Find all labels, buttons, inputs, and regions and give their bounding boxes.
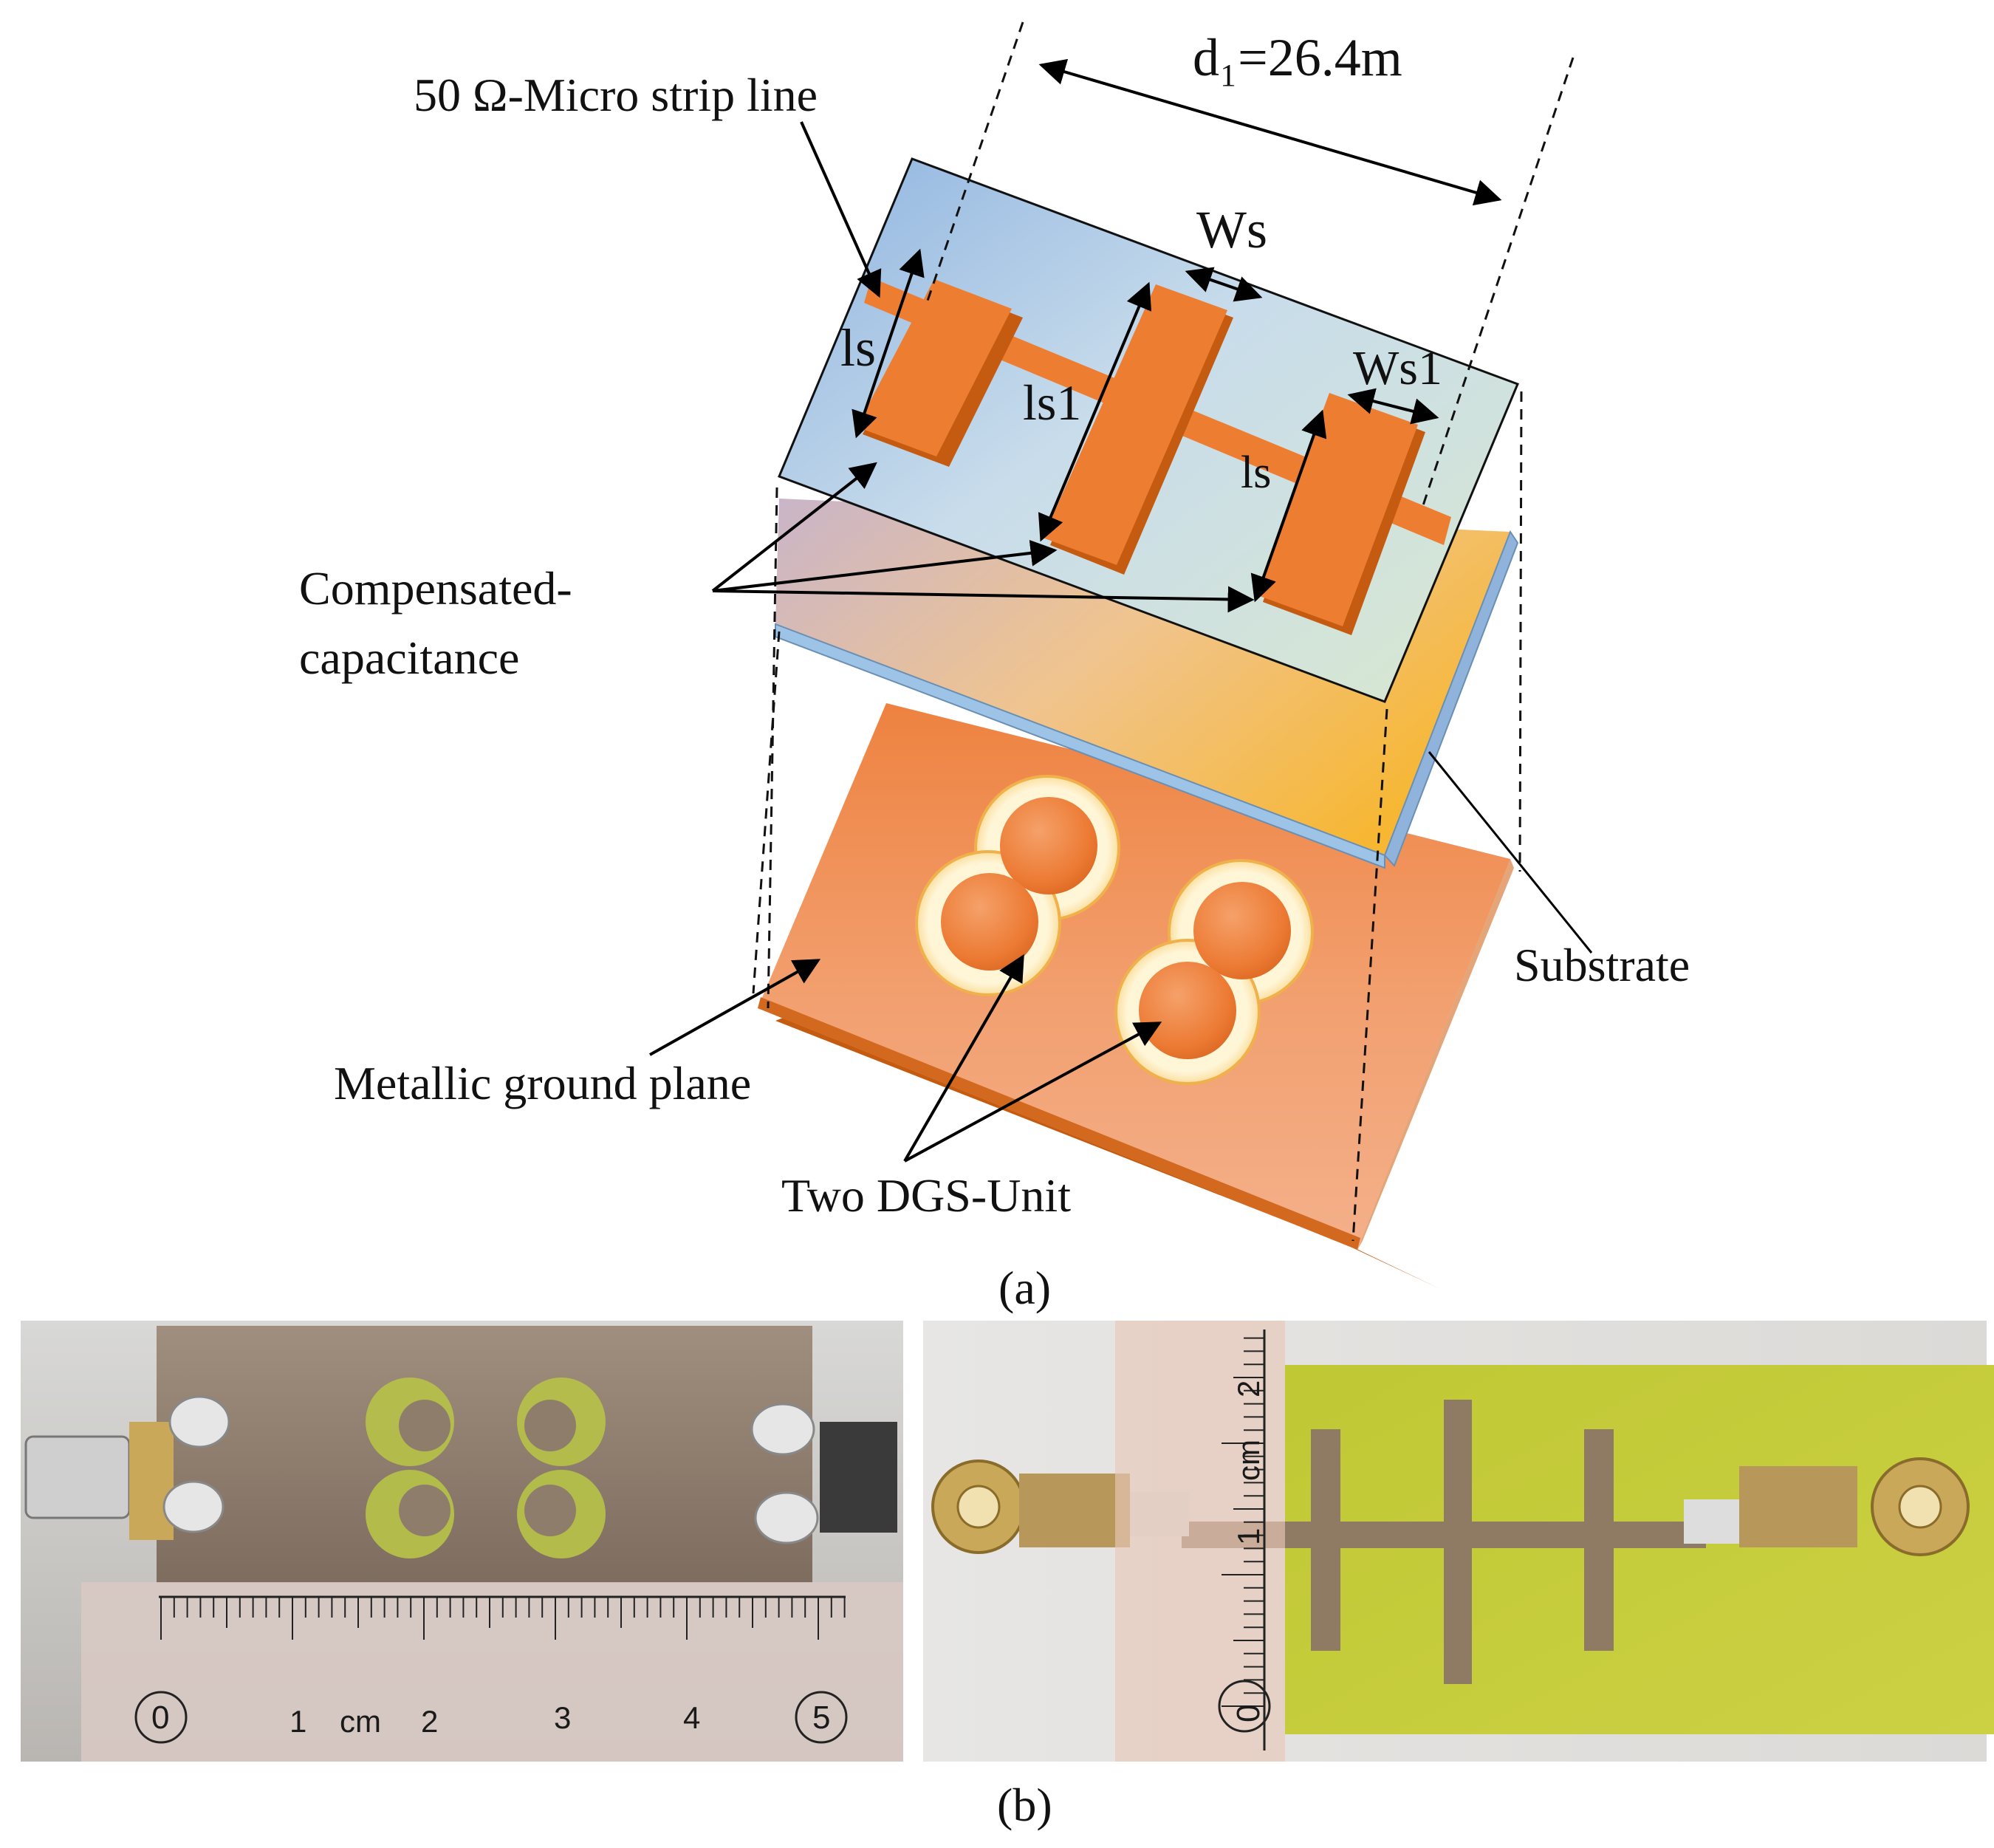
microstrip-label: 50 Ω-Micro strip line	[414, 69, 818, 121]
dgs-callout: Two DGS-Unit	[781, 954, 1162, 1222]
ls-left-dimension: ls	[840, 248, 925, 439]
photo-circuit-side: 2 cm 1 0	[923, 1321, 1994, 1762]
ls1-label: ls1	[1023, 374, 1081, 431]
ws1-dimension: Ws1	[1347, 341, 1442, 425]
compensated-callout: Compensated- capacitance	[299, 462, 1255, 684]
compensated-label-line2: capacitance	[299, 632, 519, 684]
ruler-right-mark-0: 0	[1230, 1705, 1267, 1722]
d1-label: d₁=26.4m	[1193, 28, 1402, 87]
sma-connector-pcb-right	[1684, 1457, 1970, 1556]
ground-plane-label: Metallic ground plane	[334, 1057, 751, 1109]
ground-plane-callout: Metallic ground plane	[334, 959, 821, 1109]
ruler-right: 2 cm 1 0	[1115, 1321, 1285, 1762]
ws-dimension: Ws	[1185, 200, 1267, 302]
metal-plate	[157, 1326, 812, 1583]
dgs-label: Two DGS-Unit	[781, 1169, 1071, 1222]
dgs-unit-right	[1114, 859, 1314, 1085]
ws1-label: Ws1	[1353, 341, 1442, 395]
ls-left-label: ls	[840, 318, 876, 377]
sma-connector-right	[750, 1403, 897, 1544]
ruler-right-mark-cm: cm	[1231, 1440, 1266, 1481]
ruler-left-mark-3: 3	[554, 1700, 571, 1735]
ruler-left-mark-2: 2	[421, 1704, 438, 1739]
ls-right-label: ls	[1241, 448, 1271, 498]
pcb-board	[1285, 1365, 1994, 1734]
microstrip-callout: 50 Ω-Micro strip line	[414, 69, 882, 298]
panel-a: d₁=26.4m ls ls1 ls Ws Ws1 50 Ω-Mi	[299, 21, 1690, 1314]
sma-connector-left	[24, 1395, 230, 1540]
d1-dimension: d₁=26.4m	[1038, 28, 1502, 206]
photo-ground-side: 0 1 cm 2 3 4 5	[21, 1321, 903, 1762]
substrate-callout: Substrate	[1428, 751, 1690, 991]
ruler-left-mark-5: 5	[812, 1700, 830, 1736]
dashed-guides	[752, 21, 1575, 1242]
substrate-label: Substrate	[1514, 939, 1690, 991]
ruler-right-mark-1: 1	[1231, 1528, 1266, 1545]
ls1-dimension: ls1	[1023, 281, 1152, 542]
ruler-left-mark-1: 1	[289, 1704, 306, 1739]
ruler-left: 0 1 cm 2 3 4 5	[81, 1582, 903, 1762]
ruler-left-mark-0: 0	[151, 1700, 169, 1736]
caption-b: (b)	[997, 1779, 1052, 1831]
ls-right-dimension: ls	[1241, 409, 1327, 603]
ruler-left-mark-cm: cm	[340, 1704, 381, 1739]
caption-a: (a)	[998, 1262, 1051, 1314]
ruler-left-mark-4: 4	[683, 1700, 700, 1735]
panel-b: 0 1 cm 2 3 4 5	[21, 1321, 1994, 1831]
ws-label: Ws	[1196, 200, 1267, 259]
compensated-label-line1: Compensated-	[299, 562, 572, 615]
ruler-right-mark-2: 2	[1231, 1380, 1266, 1397]
